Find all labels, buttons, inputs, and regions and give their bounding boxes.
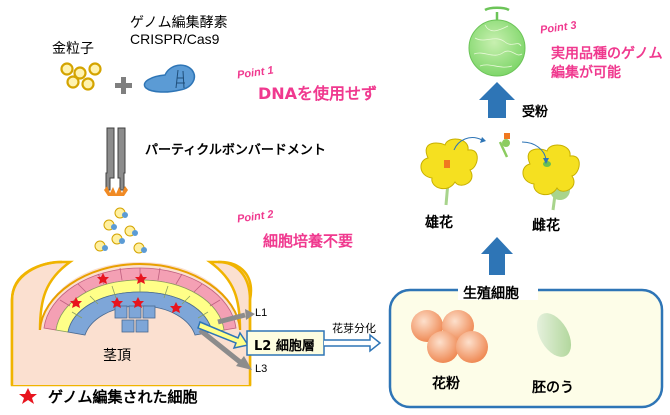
embryo-sac-icon xyxy=(536,313,572,357)
plus-icon xyxy=(115,77,132,94)
edited-cell-markers xyxy=(70,273,182,313)
gold-particles-icon xyxy=(60,62,102,91)
point3-text-line1: 実用品種のゲノム xyxy=(551,46,663,62)
l3-label: L3 xyxy=(255,363,268,375)
pollination-label: 受粉 xyxy=(522,105,549,120)
male-flower-icon xyxy=(420,137,486,206)
l2-layer-label: L2 細胞層 xyxy=(254,339,315,354)
pollen-label: 花粉 xyxy=(432,376,460,392)
layer-arrows xyxy=(197,309,255,370)
enzyme-label-line1: ゲノム編集酵素 xyxy=(130,15,228,31)
male-flower-label: 雄花 xyxy=(425,215,453,231)
legend-label: ゲノム編集された細胞 xyxy=(48,388,198,406)
legend-star-icon xyxy=(19,388,37,404)
flower-bud-differentiation-label: 花芽分化 xyxy=(332,322,376,335)
germ-cells-title-bg xyxy=(458,282,538,300)
coated-particles-icon xyxy=(94,207,147,254)
bombardment-label: パーティクルボンバードメント xyxy=(145,143,326,158)
point1-text: DNAを使用せず xyxy=(258,84,378,103)
germ-cells-title: 生殖細胞 xyxy=(463,286,519,302)
point3-text-line2: 編集が可能 xyxy=(551,65,621,81)
l1-label: L1 xyxy=(255,307,268,319)
pollinator-stamen-icon xyxy=(498,133,510,158)
flower-bud-arrow xyxy=(324,333,382,353)
gold-particles-label: 金粒子 xyxy=(52,41,94,57)
melon-icon xyxy=(468,6,526,77)
particle-gun-nozzle-icon xyxy=(104,127,128,196)
enzyme-label-line2: CRISPR/Cas9 xyxy=(130,31,220,47)
embryo-sac-label: 胚のう xyxy=(532,380,574,396)
up-arrow-pollination xyxy=(479,82,515,118)
pollen-icon xyxy=(411,310,488,363)
cas9-enzyme-icon xyxy=(143,64,196,93)
shoot-apex-illustration xyxy=(10,260,253,387)
female-flower-icon xyxy=(521,141,580,211)
point2-text: 細胞培養不要 xyxy=(263,232,354,250)
l2-layer-box xyxy=(246,330,325,356)
female-flower-label: 雌花 xyxy=(532,218,560,234)
shoot-apex-label: 茎頂 xyxy=(103,348,131,364)
up-arrow-germ-to-flower xyxy=(481,237,513,275)
